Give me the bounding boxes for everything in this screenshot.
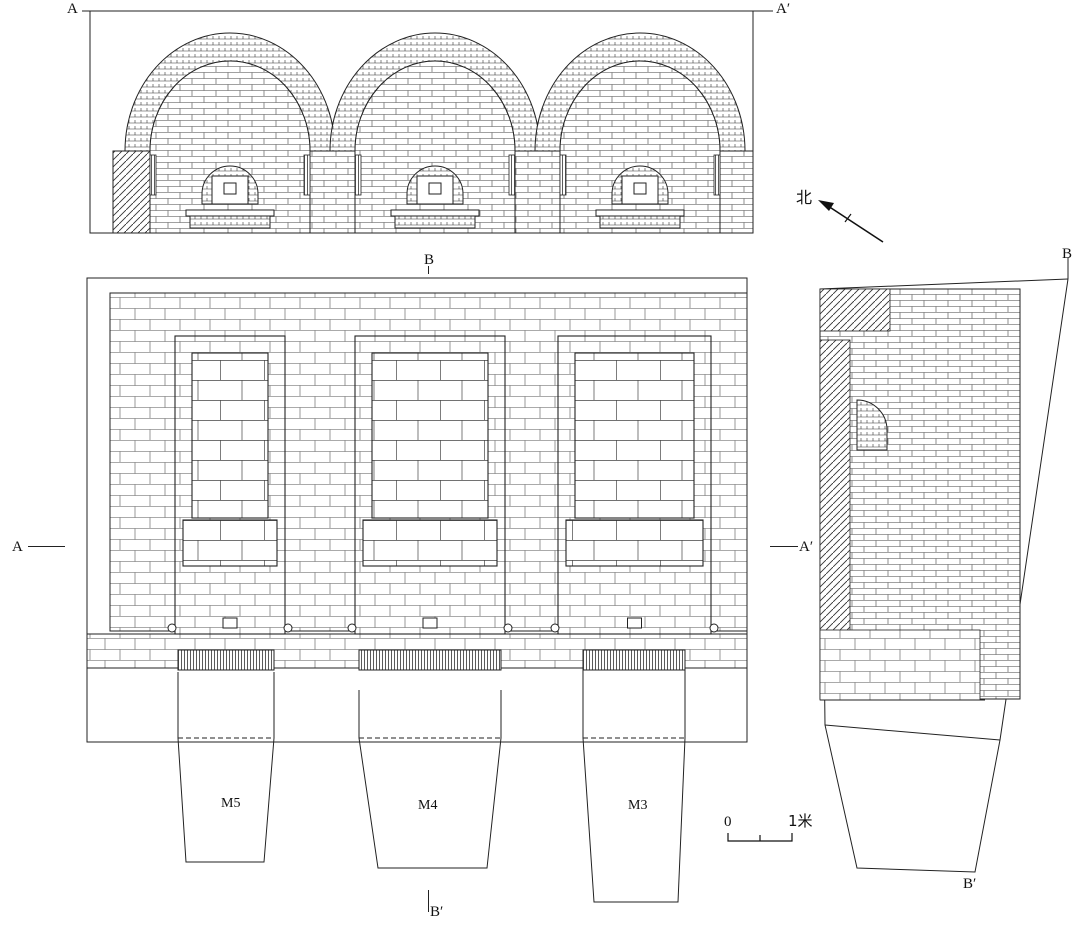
north-arrow xyxy=(818,200,884,243)
scale-label-one-meter: 1米 xyxy=(788,812,813,830)
elevation-altar-m4 xyxy=(390,209,480,217)
plan-doorway-m4 xyxy=(358,649,502,671)
tomb-label-m3: M3 xyxy=(628,798,648,813)
elevation-chamber-m5 xyxy=(149,60,311,234)
elevation-altar-m5 xyxy=(185,209,275,217)
tomb-label-m5: M5 xyxy=(221,796,241,811)
scale-bar-line xyxy=(727,833,793,842)
north-arrow-head xyxy=(818,200,834,211)
scale-label-zero: 0 xyxy=(724,814,732,830)
label-a-top-right: A′ xyxy=(776,1,791,17)
plan-coffin-bed-m3 xyxy=(574,352,695,519)
plan-doorway-m5 xyxy=(177,649,275,671)
section-line-b-plan-bottom xyxy=(428,890,429,912)
label-b-plan-bottom: B′ xyxy=(430,904,444,920)
label-a-right: A′ xyxy=(799,539,814,555)
elevation-altar-m3 xyxy=(595,209,685,217)
elevation-chamber-m4 xyxy=(354,60,516,234)
plan-platform-m5 xyxy=(182,519,278,567)
section-b-side xyxy=(819,258,1069,873)
plan-coffin-bed-m5 xyxy=(191,352,269,519)
section-line-a-right xyxy=(770,546,798,547)
plan-platform-m3 xyxy=(565,519,704,567)
label-a-top-left: A xyxy=(67,1,78,17)
section-line-a-left xyxy=(28,546,65,547)
tomb-label-m4: M4 xyxy=(418,798,438,813)
label-b-side-bottom: B′ xyxy=(963,876,977,892)
elevation-end-hatch xyxy=(112,150,156,234)
label-b-plan-top: B xyxy=(424,252,435,268)
north-label: 北 xyxy=(796,188,813,207)
elevation-niche-symbol-m5 xyxy=(223,182,237,195)
label-b-side-top: B xyxy=(1062,246,1073,262)
elevation-chamber-m3 xyxy=(559,60,721,234)
plan-shaft-m5 xyxy=(177,672,275,863)
side-niche xyxy=(856,399,888,451)
label-a-left: A xyxy=(12,539,23,555)
elevation-niche-symbol-m3 xyxy=(633,182,647,195)
plan-doorway-m3 xyxy=(582,649,686,671)
plan-platform-m4 xyxy=(362,519,498,567)
elevation-niche-symbol-m4 xyxy=(428,182,442,195)
scale-bar xyxy=(727,833,793,842)
plan-coffin-bed-m4 xyxy=(371,352,489,519)
section-line-b-plan-top xyxy=(428,266,429,274)
north-arrow-shaft xyxy=(824,203,884,243)
side-top-line xyxy=(819,278,1069,290)
